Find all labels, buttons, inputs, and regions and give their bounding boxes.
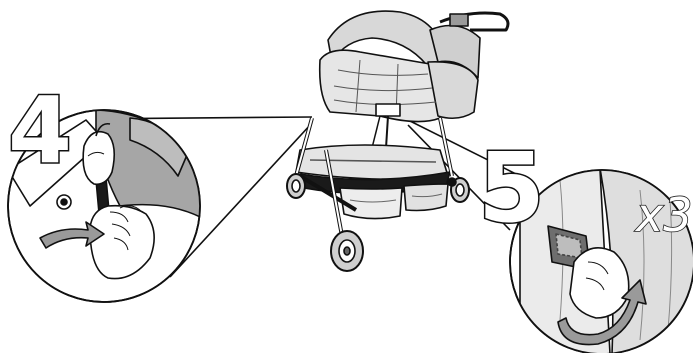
hand-icon (570, 248, 629, 318)
stroller-illustration (287, 11, 508, 271)
repeat-count-label: x3 (636, 188, 693, 242)
step-number-4: 4 (8, 85, 72, 177)
step-number-5: 5 (478, 140, 545, 236)
